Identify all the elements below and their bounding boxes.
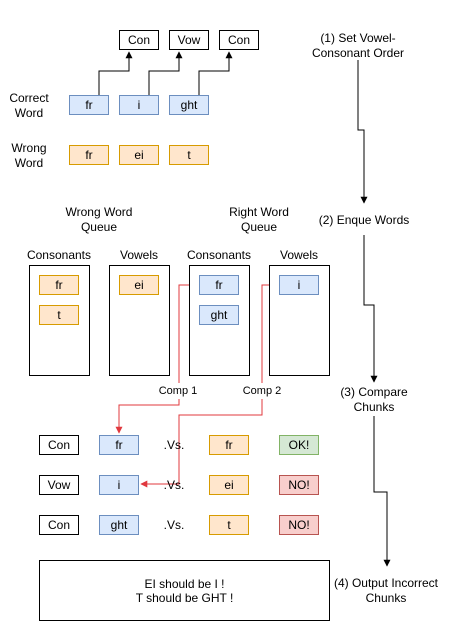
comp2-label: Comp 2: [236, 383, 288, 399]
output-line-1: EI should be I !: [144, 576, 225, 591]
correct-chunk-fr: fr: [69, 95, 109, 115]
wrong-queue-vowel-ei: ei: [119, 275, 159, 295]
right-consonants-header: Consonants: [186, 247, 252, 262]
step-3-label: (3) Compare Chunks: [320, 384, 428, 416]
right-word-queue-title: Right Word Queue: [229, 205, 289, 234]
compare-type-1: Con: [39, 435, 79, 455]
correct-word-label: Correct Word: [9, 91, 49, 120]
compare-wrong-1: fr: [209, 435, 249, 455]
compare-wrong-2: ei: [209, 475, 249, 495]
flow-step3-to-step4: [373, 415, 391, 567]
wrong-chunk-ei: ei: [119, 145, 159, 165]
connector-i-to-vow: [148, 51, 183, 95]
right-queue-vowel-i: i: [279, 275, 319, 295]
compare-type-2: Vow: [39, 475, 79, 495]
vs-label-3: .Vs.: [163, 517, 185, 532]
type-box-con-2: Con: [219, 30, 259, 50]
wrong-word-label: Wrong Word: [11, 141, 47, 170]
type-box-con-1: Con: [119, 30, 159, 50]
connector-ght-to-con: [198, 51, 233, 95]
output-box: EI should be I ! T should be GHT !: [39, 560, 330, 621]
correct-chunk-ght: ght: [169, 95, 209, 115]
compare-right-3: ght: [99, 515, 139, 535]
right-vowels-header: Vowels: [279, 247, 319, 262]
type-box-vow: Vow: [169, 30, 209, 50]
flow-step1-to-step2: [357, 60, 368, 204]
right-queue-consonant-ght: ght: [199, 305, 239, 325]
wrong-queue-consonant-fr: fr: [39, 275, 79, 295]
compare-result-1: OK!: [279, 435, 319, 455]
right-queue-consonant-fr: fr: [199, 275, 239, 295]
wrong-consonants-header: Consonants: [26, 247, 92, 262]
wrong-chunk-t: t: [169, 145, 209, 165]
compare-right-1: fr: [99, 435, 139, 455]
vs-label-2: .Vs.: [163, 477, 185, 492]
compare-type-3: Con: [39, 515, 79, 535]
vs-label-1: .Vs.: [163, 437, 185, 452]
wrong-word-queue-title: Wrong Word Queue: [65, 205, 133, 234]
step-1-label: (1) Set Vowel- Consonant Order: [311, 31, 405, 60]
comp1-label: Comp 1: [152, 383, 204, 399]
compare-result-2: NO!: [279, 475, 319, 495]
flow-step2-to-step3: [363, 235, 378, 383]
compare-wrong-3: t: [209, 515, 249, 535]
wrong-queue-consonant-t: t: [39, 305, 79, 325]
wrong-chunk-fr: fr: [69, 145, 109, 165]
correct-chunk-i: i: [119, 95, 159, 115]
step-2-label: (2) Enque Words: [318, 212, 410, 227]
step-4-label: (4) Output Incorrect Chunks: [333, 576, 439, 605]
comp1-arrow: [115, 284, 199, 434]
connector-fr-to-con: [98, 51, 133, 95]
output-line-2: T should be GHT !: [135, 590, 234, 605]
compare-result-3: NO!: [279, 515, 319, 535]
compare-right-2: i: [99, 475, 139, 495]
comp2-arrow: [140, 284, 279, 488]
wrong-vowels-header: Vowels: [119, 247, 159, 262]
